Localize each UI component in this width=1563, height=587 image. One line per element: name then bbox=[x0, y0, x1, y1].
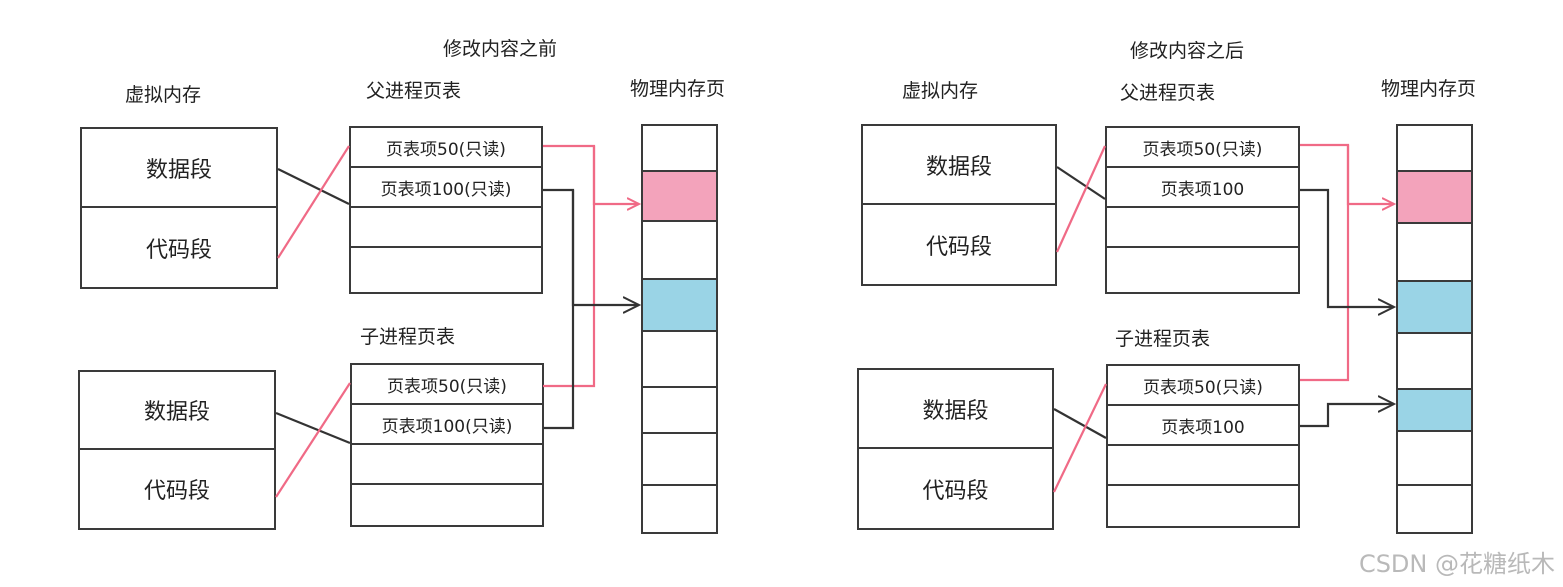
watermark: CSDN @花糖纸木 bbox=[1358, 550, 1555, 578]
vm-data-link bbox=[277, 168, 350, 205]
panel-title: 修改内容之前 bbox=[443, 38, 558, 60]
parent-page-table: 页表项50(只读) 页表项100(只读) bbox=[349, 126, 543, 294]
physical-page-shared-blue bbox=[643, 280, 716, 332]
parent-virtual-memory: 数据段 代码段 bbox=[80, 127, 278, 289]
child-page-table: 页表项50(只读) 页表项100(只读) bbox=[350, 363, 544, 527]
child-page-table: 页表项50(只读) 页表项100 bbox=[1106, 364, 1300, 528]
page-table-entry bbox=[352, 445, 542, 485]
data-segment: 数据段 bbox=[863, 126, 1055, 205]
page-table-entry: 页表项50(只读) bbox=[352, 365, 542, 405]
physical-page bbox=[1398, 432, 1471, 486]
vm-code-link bbox=[275, 382, 351, 498]
page-table-entry bbox=[351, 208, 541, 248]
child-virtual-memory: 数据段 代码段 bbox=[857, 368, 1054, 530]
pte50-link bbox=[543, 146, 596, 388]
vm-data-link bbox=[1056, 166, 1106, 200]
panel-title: 修改内容之后 bbox=[1130, 40, 1245, 62]
data-segment: 数据段 bbox=[82, 129, 276, 208]
page-table-entry: 页表项50(只读) bbox=[1108, 366, 1298, 406]
pte50-link bbox=[1300, 145, 1350, 382]
pte100-link bbox=[543, 188, 639, 305]
physical-page bbox=[1398, 334, 1471, 390]
physical-page-shared-pink bbox=[643, 172, 716, 222]
parent-pte100-link bbox=[1300, 188, 1394, 307]
child-virtual-memory: 数据段 代码段 bbox=[78, 370, 276, 530]
physical-page bbox=[1398, 224, 1471, 282]
parent-table-label: 父进程页表 bbox=[366, 80, 462, 102]
child-table-label: 子进程页表 bbox=[1115, 328, 1211, 350]
code-segment: 代码段 bbox=[922, 478, 989, 504]
physical-page-shared-pink bbox=[1398, 172, 1471, 224]
physical-page bbox=[643, 434, 716, 486]
physical-page bbox=[1398, 126, 1471, 172]
pte100-link bbox=[543, 190, 575, 430]
physical-memory-label: 物理内存页 bbox=[630, 78, 726, 100]
physical-memory bbox=[1396, 124, 1473, 534]
page-table-entry bbox=[1107, 208, 1298, 248]
code-segment: 代码段 bbox=[145, 237, 212, 263]
child-pte100-link bbox=[1300, 404, 1394, 428]
physical-page-parent-blue bbox=[1398, 282, 1471, 334]
data-segment: 数据段 bbox=[859, 370, 1052, 449]
child-table-label: 子进程页表 bbox=[360, 326, 456, 348]
page-table-entry: 页表项50(只读) bbox=[351, 128, 541, 168]
virtual-memory-label: 虚拟内存 bbox=[902, 80, 979, 102]
vm-data-link bbox=[1053, 408, 1107, 439]
parent-page-table: 页表项50(只读) 页表项100 bbox=[1105, 126, 1300, 294]
vm-data-link bbox=[275, 411, 351, 445]
page-table-entry: 页表项100 bbox=[1107, 168, 1298, 208]
page-table-entry: 页表项100 bbox=[1108, 406, 1298, 446]
pte50-link bbox=[543, 144, 639, 204]
page-table-entry: 页表项100(只读) bbox=[352, 405, 542, 445]
data-segment: 数据段 bbox=[80, 372, 274, 450]
page-table-entry: 页表项50(只读) bbox=[1107, 128, 1298, 168]
code-segment: 代码段 bbox=[925, 234, 992, 260]
vm-code-link bbox=[1055, 145, 1107, 253]
parent-table-label: 父进程页表 bbox=[1120, 82, 1216, 104]
physical-page bbox=[643, 388, 716, 434]
physical-memory-label: 物理内存页 bbox=[1381, 78, 1477, 100]
virtual-memory-label: 虚拟内存 bbox=[125, 84, 202, 106]
physical-page bbox=[643, 222, 716, 280]
code-segment: 代码段 bbox=[143, 479, 210, 504]
vm-code-link bbox=[1053, 383, 1107, 493]
page-table-entry bbox=[1108, 446, 1298, 486]
physical-page bbox=[643, 126, 716, 172]
page-table-entry: 页表项100(只读) bbox=[351, 168, 541, 208]
parent-virtual-memory: 数据段 代码段 bbox=[861, 124, 1057, 286]
physical-memory bbox=[641, 124, 718, 534]
vm-code-link bbox=[277, 145, 350, 259]
physical-page-child-blue-copy bbox=[1398, 390, 1471, 432]
physical-page bbox=[643, 332, 716, 388]
